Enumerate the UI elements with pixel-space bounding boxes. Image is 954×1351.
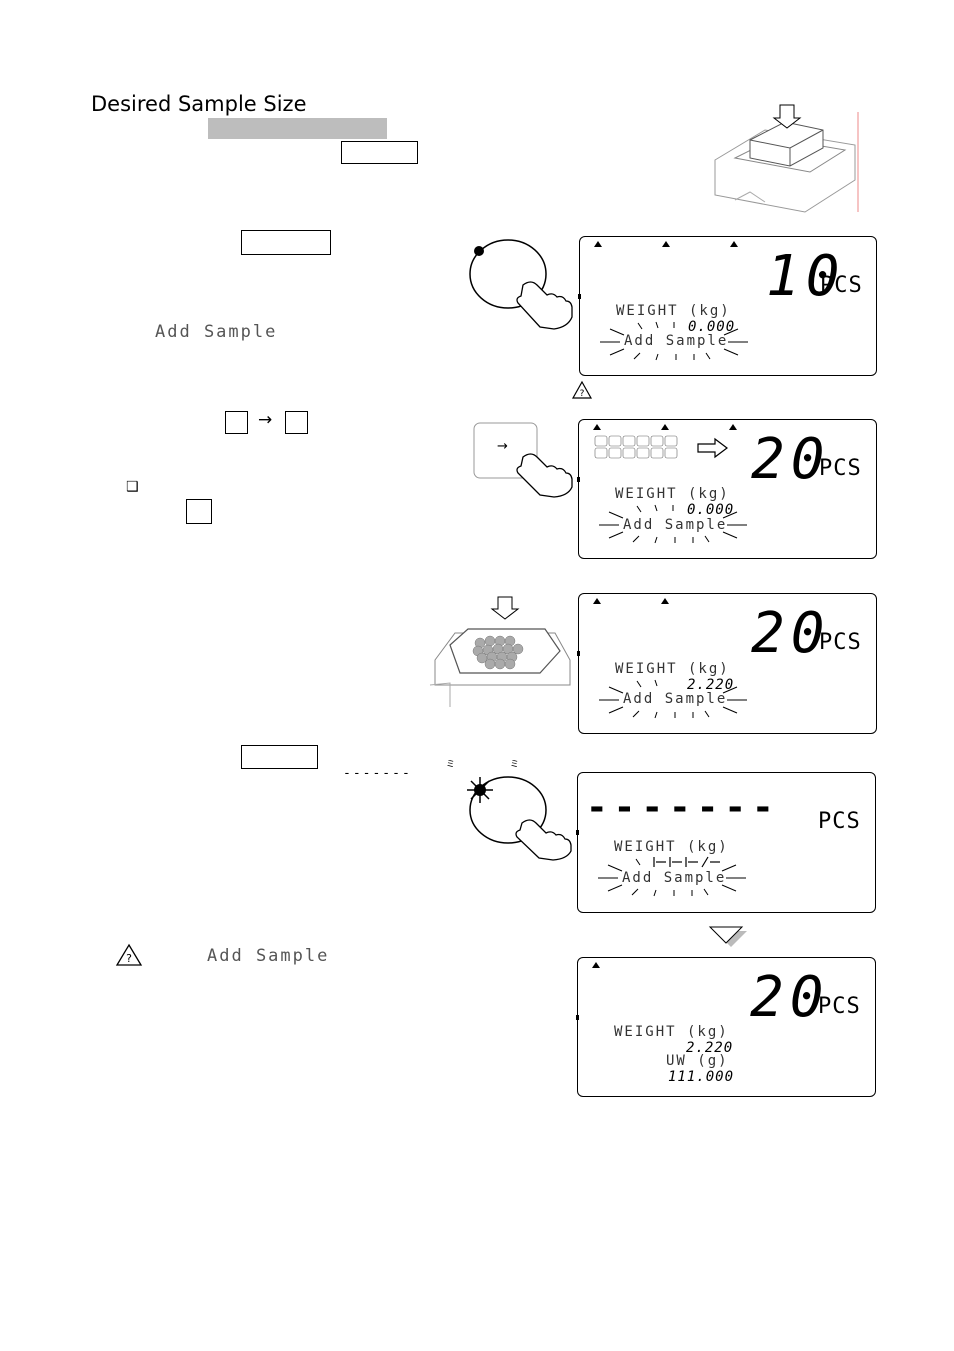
arrow-right-icon: → bbox=[497, 439, 508, 454]
warning-add-sample-text: Add Sample bbox=[207, 946, 330, 966]
weight-label: WEIGHT (kg) bbox=[615, 661, 730, 677]
keypad-mini-icon bbox=[594, 435, 728, 459]
piece-count: ------- bbox=[586, 787, 780, 828]
lcd-display: 10 PCS WEIGHT (kg) 0.000 Add Sample bbox=[578, 236, 877, 376]
lcd-display: 20 PCS WEIGHT (kg) 2.220 UW (g) 111.000 bbox=[576, 957, 876, 1097]
svg-text:?: ? bbox=[580, 389, 585, 399]
blink-rays bbox=[598, 858, 746, 897]
add-sample-message: Add Sample bbox=[624, 333, 729, 349]
unit-label: PCS bbox=[819, 456, 862, 481]
unit-weight-value: 111.000 bbox=[668, 1069, 735, 1085]
key-press-illustration bbox=[469, 239, 573, 330]
checkbox-icon: ❑ bbox=[126, 479, 139, 495]
key-press-blink-illustration bbox=[467, 776, 572, 861]
highlight-bar bbox=[208, 118, 387, 139]
unit-weight-label: UW (g) bbox=[666, 1053, 729, 1069]
weight-value: 2.220 bbox=[686, 1040, 734, 1056]
key-box bbox=[186, 499, 212, 524]
piece-count: 20 bbox=[750, 965, 830, 1030]
unit-label: PCS bbox=[818, 994, 861, 1019]
svg-text:?: ? bbox=[126, 952, 132, 965]
weight-label: WEIGHT (kg) bbox=[614, 1024, 729, 1040]
arrow-right-icon: → bbox=[258, 410, 273, 430]
add-sample-text: Add Sample bbox=[155, 322, 278, 342]
scale-with-samples-illustration bbox=[429, 596, 571, 707]
lcd-display: ------- PCS WEIGHT (kg) Add Sample bbox=[576, 772, 876, 913]
key-box bbox=[285, 411, 308, 434]
weight-dashes bbox=[653, 856, 720, 868]
unit-label: PCS bbox=[819, 630, 862, 655]
chevron-down-icon bbox=[708, 926, 747, 947]
add-sample-message: Add Sample bbox=[623, 517, 728, 533]
blink-rays bbox=[600, 321, 748, 361]
add-sample-message: Add Sample bbox=[623, 691, 728, 707]
unit-label: PCS bbox=[818, 809, 861, 834]
warning-triangle-icon: ? bbox=[571, 380, 593, 399]
weight-value: 2.220 bbox=[687, 677, 735, 693]
weight-label: WEIGHT (kg) bbox=[616, 303, 731, 319]
blink-rays bbox=[599, 679, 747, 719]
dashes-text: ------- bbox=[343, 766, 412, 781]
weight-label: WEIGHT (kg) bbox=[614, 839, 729, 855]
key-box bbox=[241, 230, 331, 255]
hand-pointer-icon bbox=[516, 281, 573, 330]
key-box bbox=[241, 745, 318, 769]
blink-mark: ミ bbox=[446, 760, 456, 770]
blink-mark: ミ bbox=[510, 760, 520, 770]
key-box bbox=[341, 141, 418, 164]
weight-value: 0.000 bbox=[687, 502, 735, 518]
lcd-display: 20 PCS WEIGHT (kg) 2.220 Add Sample bbox=[577, 593, 877, 734]
weight-label: WEIGHT (kg) bbox=[615, 486, 730, 502]
piece-count: 20 bbox=[751, 427, 831, 492]
piece-count: 10 bbox=[766, 244, 846, 309]
blink-rays bbox=[599, 504, 747, 544]
unit-label: PCS bbox=[820, 273, 863, 298]
weight-value: 0.000 bbox=[688, 319, 736, 335]
page-title: Desired Sample Size bbox=[91, 92, 307, 116]
scale-with-container-illustration bbox=[714, 104, 859, 213]
piece-count: 20 bbox=[751, 601, 831, 666]
key-box bbox=[225, 411, 248, 434]
add-sample-message: Add Sample bbox=[622, 870, 727, 886]
lcd-display: 20 PCS WEIGHT (kg) 0.000 Add Sample bbox=[577, 419, 877, 559]
warning-triangle-icon: ? bbox=[115, 943, 143, 966]
arrow-key-press-illustration bbox=[473, 422, 573, 498]
